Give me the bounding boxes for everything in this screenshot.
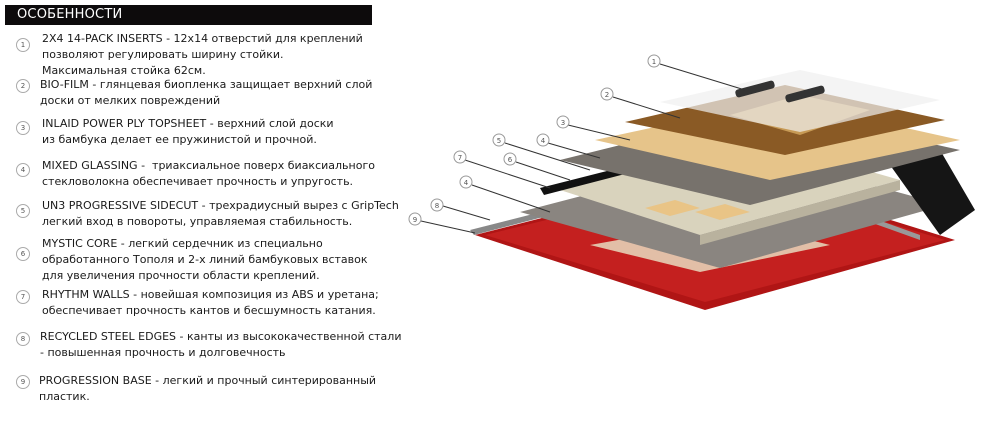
- number-badge: 8: [16, 332, 30, 346]
- feature-text: PROGRESSION BASE - легкий и прочный синт…: [39, 374, 377, 403]
- number-badge: 2: [16, 79, 30, 93]
- svg-text:4: 4: [464, 179, 469, 187]
- number-badge: 3: [16, 121, 30, 135]
- board-layers-diagram: 1 2 3 5 4 7 6 4 8 9: [408, 54, 975, 310]
- feature-text: BIO-FILM - глянцевая биопленка защищает …: [40, 78, 373, 107]
- number-badge: 1: [16, 38, 30, 52]
- number-badge: 9: [16, 375, 30, 389]
- feature-text: UN3 PROGRESSIVE SIDECUT - трехрадиусный …: [42, 199, 399, 228]
- feature-text: 2X4 14-PACK INSERTS - 12x14 отверстий дл…: [42, 32, 363, 77]
- feature-text: INLAID POWER PLY TOPSHEET - верхний слой…: [42, 117, 334, 146]
- inserts: [735, 80, 775, 98]
- svg-text:4: 4: [541, 137, 546, 145]
- number-badge: 6: [16, 247, 30, 261]
- callout-badges: 1 2 3 5 4 7 6 4 8 9: [408, 54, 661, 226]
- svg-text:3: 3: [561, 119, 565, 127]
- svg-text:1: 1: [652, 58, 656, 66]
- section-header: ОСОБЕННОСТИ: [5, 5, 372, 25]
- svg-text:8: 8: [435, 202, 439, 210]
- svg-text:9: 9: [413, 216, 417, 224]
- number-badge: 4: [16, 163, 30, 177]
- svg-text:5: 5: [497, 137, 501, 145]
- number-badge: 5: [16, 204, 30, 218]
- feature-text: MYSTIC CORE - легкий сердечник из специа…: [42, 237, 368, 282]
- feature-text: RECYCLED STEEL EDGES - канты из высокока…: [40, 330, 402, 359]
- callout-lines: [420, 63, 746, 234]
- svg-text:6: 6: [508, 156, 513, 164]
- feature-text: MIXED GLASSING - триаксиальное поверх би…: [42, 159, 375, 188]
- svg-text:2: 2: [605, 91, 609, 99]
- number-badge: 7: [16, 290, 30, 304]
- feature-text: RHYTHM WALLS - новейшая композиция из AB…: [42, 288, 379, 317]
- svg-text:7: 7: [458, 154, 462, 162]
